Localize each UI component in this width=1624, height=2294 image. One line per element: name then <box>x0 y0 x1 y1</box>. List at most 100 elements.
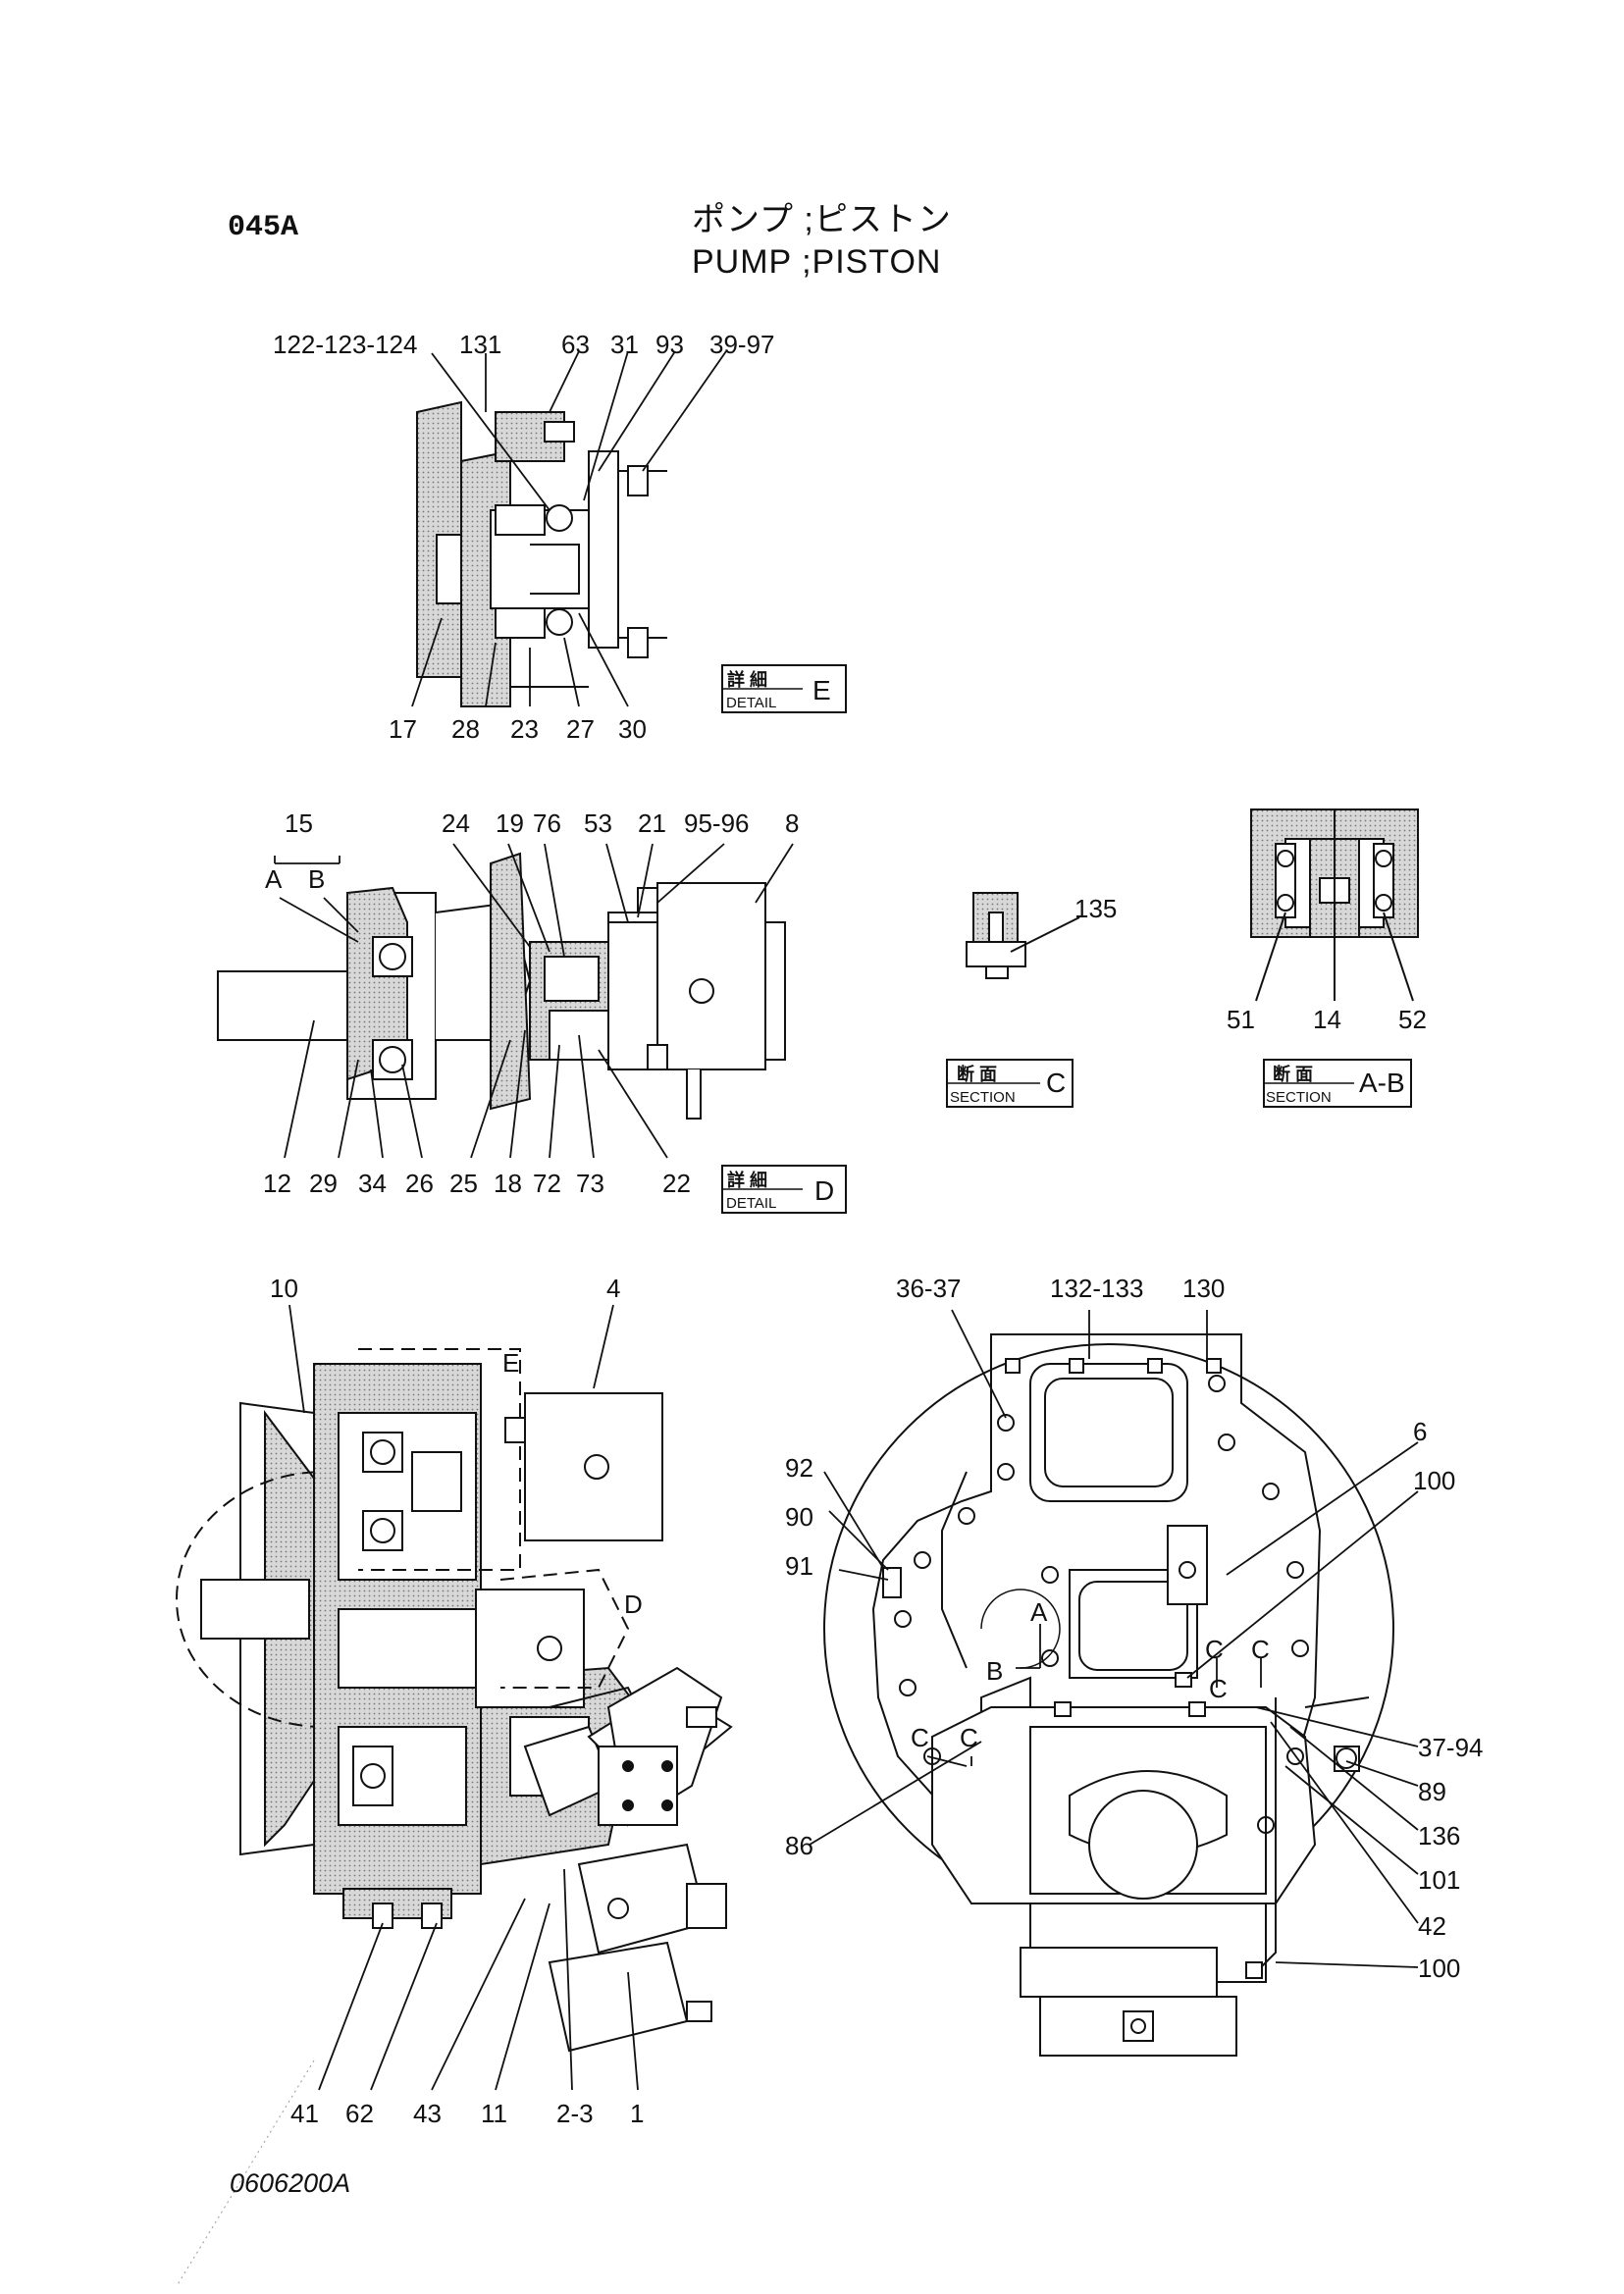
label-detail-e: 30 <box>618 714 647 744</box>
svg-text:E: E <box>812 675 831 705</box>
detail-e-drawing <box>416 400 667 707</box>
front-view-labels: 36-37 132-133 130 6 100 92 90 91 A B C C… <box>785 1274 1484 1983</box>
label-front-view: C <box>1205 1635 1224 1664</box>
svg-text:C: C <box>1046 1068 1066 1098</box>
svg-text:断 面: 断 面 <box>957 1064 997 1084</box>
label-front-view: 100 <box>1413 1466 1455 1495</box>
svg-text:SECTION: SECTION <box>1266 1089 1332 1106</box>
label-detail-e: 28 <box>451 714 480 744</box>
label-front-view: 132-133 <box>1050 1274 1143 1303</box>
label-detail-e: 122-123-124 <box>273 330 417 359</box>
label-side-view: E <box>502 1348 519 1378</box>
label-front-view: 6 <box>1413 1417 1427 1446</box>
label-detail-e: 23 <box>510 714 539 744</box>
label-detail-e: 93 <box>655 330 684 359</box>
side-view-drawing <box>176 1348 733 2053</box>
front-view-drawing <box>823 1333 1394 2057</box>
label-side-view: D <box>624 1590 643 1619</box>
detail-e-caption: 詳 細 DETAIL E <box>721 664 847 713</box>
label-section-ab: 14 <box>1313 1005 1341 1034</box>
label-front-view: A <box>1030 1597 1048 1627</box>
detail-e-leaders <box>411 350 727 707</box>
label-front-view: 130 <box>1182 1274 1225 1303</box>
page-code: 045A <box>228 211 299 244</box>
label-detail-e: 131 <box>459 330 501 359</box>
drawing-number: 0606200A <box>230 2168 351 2198</box>
label-front-view: 86 <box>785 1831 813 1860</box>
detail-d-leaders <box>274 843 794 1159</box>
label-detail-e: 27 <box>566 714 595 744</box>
label-detail-d: B <box>308 864 325 894</box>
label-side-view: 62 <box>345 2099 374 2128</box>
label-detail-d: 53 <box>584 808 612 838</box>
label-detail-d: A <box>265 864 283 894</box>
label-detail-d: 25 <box>449 1169 478 1198</box>
svg-text:詳 細: 詳 細 <box>727 669 767 690</box>
label-detail-d: 12 <box>263 1169 291 1198</box>
label-detail-d: 76 <box>533 808 561 838</box>
svg-text:SECTION: SECTION <box>950 1089 1016 1106</box>
detail-d-labels: 15 A B 24 19 76 53 21 95-96 8 12 29 34 2… <box>263 808 799 1198</box>
label-front-view: B <box>986 1656 1003 1686</box>
svg-text:D: D <box>814 1175 834 1206</box>
label-front-view: 101 <box>1418 1865 1460 1895</box>
side-view-labels: 10 4 E D 41 62 43 11 2-3 1 <box>270 1274 644 2128</box>
label-front-view: C <box>911 1723 929 1752</box>
label-side-view: 4 <box>606 1274 620 1303</box>
title-english: PUMP ;PISTON <box>692 243 942 281</box>
label-front-view: 89 <box>1418 1777 1446 1806</box>
label-section-c: 135 <box>1074 894 1117 923</box>
detail-d-drawing <box>217 852 786 1120</box>
label-detail-d: 73 <box>576 1169 604 1198</box>
label-detail-e: 39-97 <box>709 330 775 359</box>
svg-text:DETAIL: DETAIL <box>726 695 776 711</box>
label-section-ab: 51 <box>1227 1005 1255 1034</box>
side-view-leaders <box>288 1304 639 2091</box>
label-front-view: 36-37 <box>896 1274 962 1303</box>
section-ab-drawing <box>1250 808 1419 1002</box>
label-detail-d: 24 <box>442 808 470 838</box>
label-side-view: 43 <box>413 2099 442 2128</box>
section-c-caption: 断 面 SECTION C <box>946 1059 1074 1108</box>
label-detail-d: 18 <box>494 1169 522 1198</box>
label-front-view: 37-94 <box>1418 1733 1484 1762</box>
label-detail-d: 26 <box>405 1169 434 1198</box>
detail-e-labels: 122-123-124 131 63 31 93 39-97 17 28 23 … <box>273 330 775 744</box>
label-side-view: 10 <box>270 1274 298 1303</box>
label-front-view: C <box>1251 1635 1270 1664</box>
label-side-view: 1 <box>630 2099 644 2128</box>
svg-text:A-B: A-B <box>1359 1068 1405 1098</box>
label-side-view: 41 <box>290 2099 319 2128</box>
label-front-view: C <box>960 1723 978 1752</box>
section-c-drawing <box>966 892 1080 979</box>
label-front-view: 42 <box>1418 1911 1446 1941</box>
label-detail-d: 15 <box>285 808 313 838</box>
label-front-view: 100 <box>1418 1954 1460 1983</box>
label-side-view: 11 <box>481 2099 507 2128</box>
label-front-view: C <box>1209 1674 1228 1703</box>
label-front-view: 90 <box>785 1502 813 1532</box>
title-japanese: ポンプ ;ピストン <box>692 201 952 238</box>
label-detail-e: 17 <box>389 714 417 744</box>
label-detail-d: 22 <box>662 1169 691 1198</box>
label-section-ab: 52 <box>1398 1005 1427 1034</box>
label-detail-d: 29 <box>309 1169 338 1198</box>
front-view-leaders <box>809 1309 1419 1968</box>
section-ab-caption: 断 面 SECTION A-B <box>1263 1059 1412 1108</box>
label-side-view: 2-3 <box>556 2099 594 2128</box>
detail-d-caption: 詳 細 DETAIL D <box>721 1165 847 1214</box>
label-detail-e: 63 <box>561 330 590 359</box>
label-front-view: 92 <box>785 1453 813 1483</box>
label-front-view: 91 <box>785 1551 813 1581</box>
label-detail-d: 8 <box>785 808 799 838</box>
label-detail-d: 21 <box>638 808 666 838</box>
label-detail-d: 72 <box>533 1169 561 1198</box>
svg-text:詳 細: 詳 細 <box>727 1170 767 1190</box>
label-detail-d: 19 <box>496 808 524 838</box>
label-detail-d: 95-96 <box>684 808 750 838</box>
svg-text:DETAIL: DETAIL <box>726 1195 776 1212</box>
label-detail-e: 31 <box>610 330 639 359</box>
section-ab-labels: 51 14 52 <box>1227 1005 1427 1034</box>
